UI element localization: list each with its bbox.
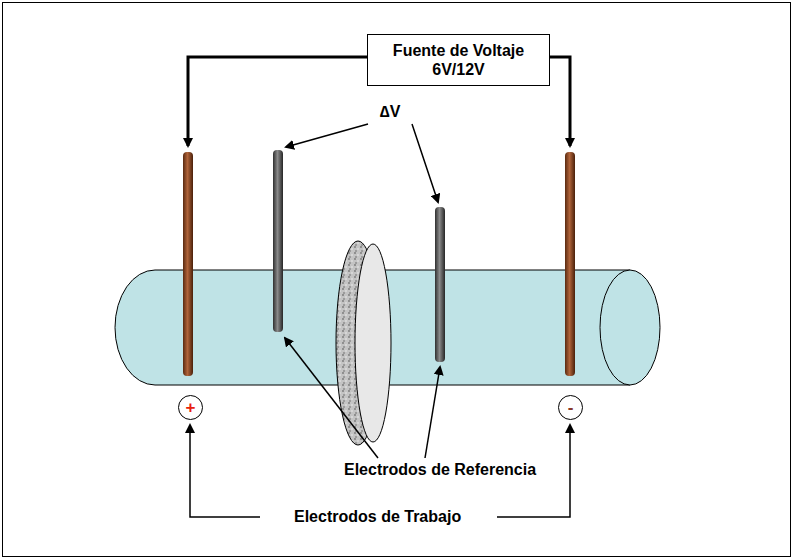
disk-face	[355, 244, 391, 442]
delta-v-label: ∆V	[377, 103, 403, 121]
leader-line	[425, 367, 440, 458]
leader-line	[412, 124, 438, 202]
working-electrode	[565, 152, 575, 376]
working-electrode	[183, 152, 193, 376]
voltage-source-box: Fuente de Voltaje 6V/12V	[367, 34, 550, 86]
reference-electrode	[435, 207, 445, 362]
leader-line	[285, 338, 378, 458]
leader-line	[190, 425, 260, 517]
terminal-sign: +	[186, 399, 196, 416]
terminal-circle: -	[558, 395, 583, 420]
reference-electrode	[273, 150, 283, 332]
box-label: Fuente de Voltaje 6V/12V	[376, 41, 541, 79]
leader-line	[286, 124, 368, 147]
wire	[188, 57, 372, 146]
working-label: Electrodos de Trabajo	[291, 508, 464, 526]
terminal-sign: -	[568, 399, 574, 416]
cylinder-end	[600, 270, 660, 385]
frame	[3, 3, 791, 557]
terminal-circle: +	[178, 395, 203, 420]
reference-label: Electrodos de Referencia	[341, 461, 539, 479]
